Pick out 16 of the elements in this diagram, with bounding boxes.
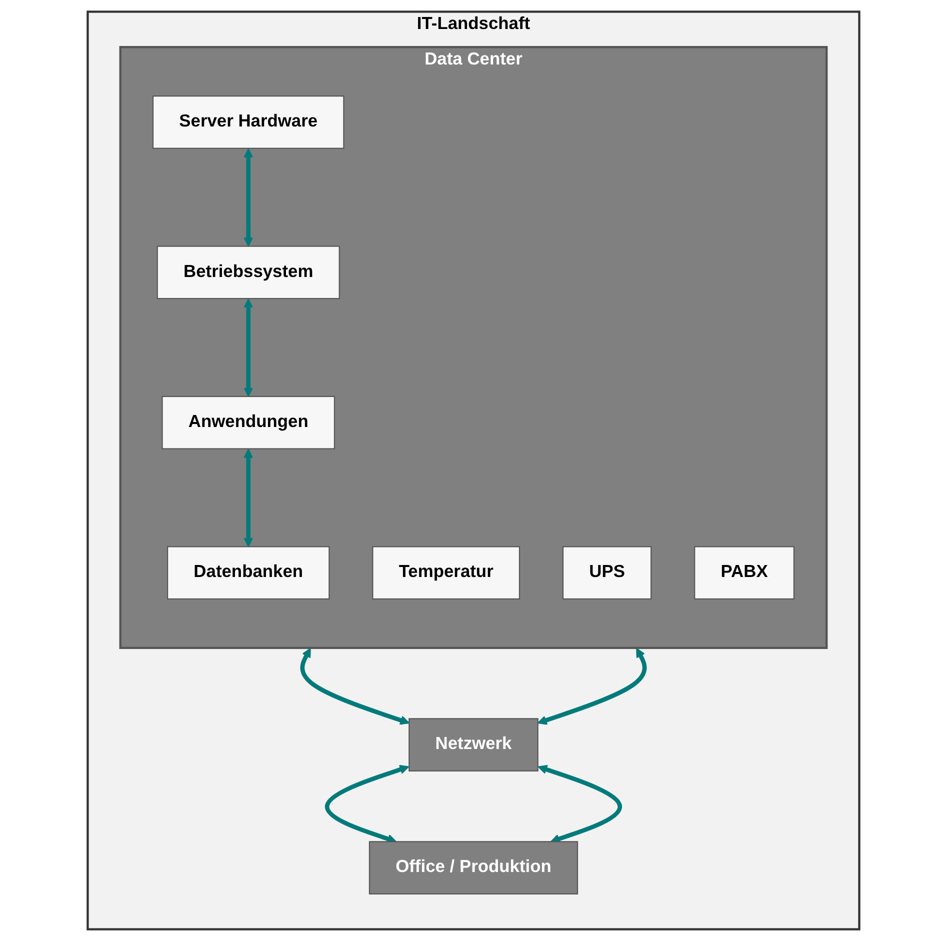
arrow [243,448,253,548]
arrow [537,764,622,844]
arrow [300,648,410,725]
node-box: Anwendungen [161,396,335,450]
arrow [324,764,409,844]
node-box: Office / Produktion [368,841,578,894]
node-box: Datenbanken [166,546,330,600]
arrow [243,298,253,397]
node-box: PABX [694,546,794,600]
node-box: UPS [562,546,652,600]
arrow [536,648,646,725]
arrow [243,148,253,247]
node-box: Server Hardware [152,96,344,149]
node-box: Betriebssystem [156,246,340,300]
node-box: Temperatur [372,546,520,600]
node-box: Netzwerk [408,718,538,772]
